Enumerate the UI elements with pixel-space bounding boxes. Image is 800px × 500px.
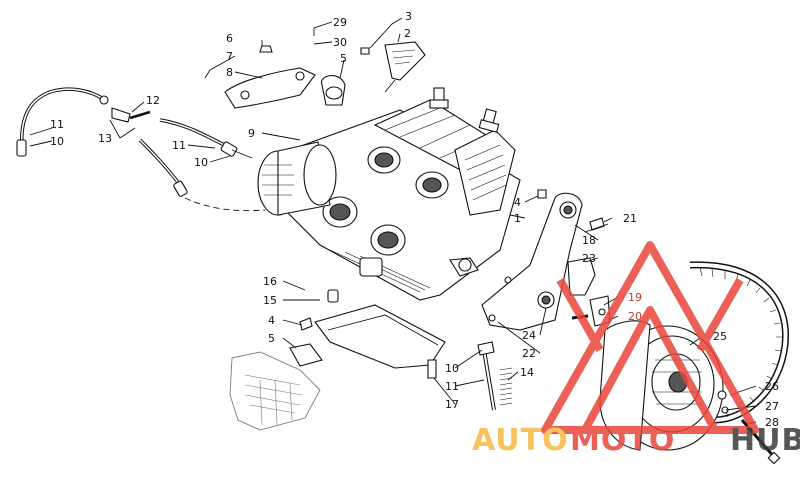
intake-port: [415, 171, 449, 199]
callout-23: 23: [582, 252, 596, 265]
callout-8: 8: [226, 66, 233, 79]
callout-1: 1: [514, 212, 521, 225]
callout-27: 27: [765, 400, 779, 413]
callout-24: 24: [522, 329, 536, 342]
callout-29: 29: [333, 16, 347, 29]
recoil-starter: [257, 141, 337, 216]
callout-6: 6: [226, 32, 233, 45]
callout-26: 26: [765, 380, 779, 393]
callout-11-bottom: 11: [445, 380, 459, 393]
callout-19: 19: [628, 291, 642, 304]
frame-section: [229, 351, 321, 431]
callout-30: 30: [333, 36, 347, 49]
callout-5-top: 5: [340, 52, 347, 65]
callout-11-left: 11: [50, 118, 64, 131]
logo-triangle-left: [556, 278, 744, 352]
exhaust-port: [370, 224, 406, 256]
callout-10-bottom: 10: [445, 362, 459, 375]
callout-2: 2: [404, 27, 411, 40]
callout-28: 28: [765, 416, 779, 429]
engine-mount-bracket: [224, 45, 346, 109]
recoil-handle: [360, 41, 426, 93]
callout-9: 9: [248, 127, 255, 140]
callout-14: 14: [520, 366, 534, 379]
callout-21: 21: [623, 212, 637, 225]
spark-plug: [429, 87, 449, 109]
callout-12: 12: [146, 94, 160, 107]
bottom-plate: [289, 289, 446, 369]
watermark-moto: MOTO: [570, 423, 675, 458]
logo-triangle-inner: [581, 306, 719, 432]
callout-20: 20: [628, 310, 642, 323]
callout-25: 25: [713, 330, 727, 343]
callout-3: 3: [405, 10, 412, 23]
callout-17: 17: [445, 398, 459, 411]
callout-10-mid: 10: [194, 156, 208, 169]
logo-triangle-outer: [541, 241, 759, 434]
watermark-auto: AUTO: [472, 423, 569, 458]
callout-22: 22: [522, 347, 536, 360]
watermark-logo: AUTO MOTO HUB: [472, 241, 800, 458]
watermark-hub: HUB: [730, 423, 800, 458]
callout-18: 18: [582, 234, 596, 247]
spring-rod: [427, 341, 513, 411]
callout-4-left: 4: [268, 314, 275, 327]
callout-16: 16: [263, 275, 277, 288]
callout-11-mid: 11: [172, 139, 186, 152]
callout-5-left: 5: [268, 332, 275, 345]
engine-assembly: [257, 87, 521, 301]
drive-clutch: [599, 261, 790, 451]
callout-15: 15: [263, 294, 277, 307]
callout-labels: 29 30 3 2 6 7 8 5 12 11 10 13 9 11 10 4 …: [50, 10, 779, 429]
intake-port: [367, 146, 401, 174]
callout-13: 13: [98, 132, 112, 145]
mount-parts: [567, 257, 622, 333]
mount-plate: [481, 189, 609, 331]
callout-10-left: 10: [50, 135, 64, 148]
callout-4-right: 4: [514, 196, 521, 209]
callout-7: 7: [226, 50, 233, 63]
fuel-hose-assembly: [16, 87, 266, 212]
exhaust-port: [322, 196, 358, 228]
spark-plug: [478, 108, 500, 133]
